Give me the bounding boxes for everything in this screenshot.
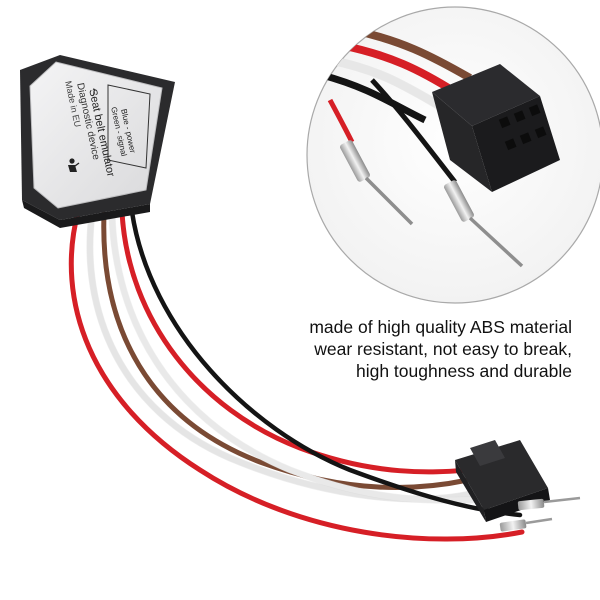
- zoom-wire-white-outline: [329, 55, 443, 110]
- wire-red-2: [119, 209, 473, 475]
- harness-pin-1: [517, 496, 581, 511]
- zoom-wire-red-loose: [327, 98, 355, 144]
- zoom-wire-red: [339, 41, 458, 96]
- zoom-inset: [306, 6, 600, 304]
- wire-white-2-edge: [108, 210, 479, 504]
- zoom-wire-white: [329, 56, 442, 110]
- zoom-connector: [432, 64, 560, 192]
- harness-pin-2: [499, 517, 553, 532]
- seat-person-icon: [66, 158, 80, 174]
- wire-red-1: [68, 209, 525, 542]
- caption-line-2: wear resistant, not easy to break,: [314, 339, 572, 359]
- module-label-plate: [29, 61, 163, 209]
- zoom-pin-left: [340, 140, 414, 226]
- emulator-module: [20, 55, 175, 228]
- zoom-wire-black-loose: [370, 78, 457, 184]
- wire-harness: [68, 209, 525, 542]
- wire-black: [129, 209, 523, 518]
- zoom-wire-black: [321, 71, 427, 124]
- zoom-pin-right: [444, 180, 524, 268]
- harness-connector: [455, 440, 550, 522]
- caption-line-3: high toughness and durable: [355, 361, 572, 381]
- wire-brown: [101, 211, 471, 490]
- module-label-text: ← Seat belt emulator Diagnostic device M…: [40, 62, 190, 202]
- wire-white-2: [109, 211, 478, 504]
- caption-line-1: made of high quality ABS material: [309, 317, 572, 337]
- product-caption: made of high quality ABS material wear r…: [242, 316, 572, 382]
